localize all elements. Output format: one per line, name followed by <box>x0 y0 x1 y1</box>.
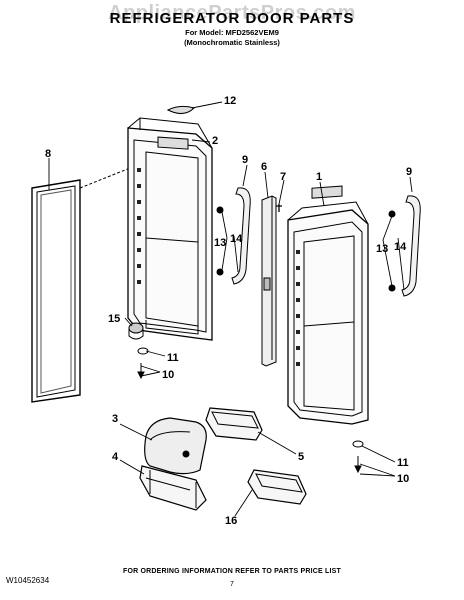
door-gasket-part <box>31 179 81 403</box>
diagram-title: REFRIGERATOR DOOR PARTS <box>109 10 355 27</box>
door-bin-upper-part <box>205 407 263 441</box>
right-hinge-hardware <box>352 440 364 474</box>
watermark: AppliancePartsPros.com <box>108 2 356 24</box>
callout-7: 7 <box>280 171 286 183</box>
left-door-handle-part <box>216 187 251 285</box>
callout-9-right: 9 <box>406 166 412 178</box>
callout-8: 8 <box>45 148 51 160</box>
callout-12: 12 <box>224 95 236 107</box>
callout-14-right: 14 <box>394 241 407 253</box>
callout-4: 4 <box>112 451 119 463</box>
callout-9-left: 9 <box>242 154 248 166</box>
callout-16: 16 <box>225 515 237 527</box>
model-line: For Model: MFD2562VEM9 <box>185 28 279 37</box>
dairy-bin-part <box>139 465 207 511</box>
door-cap-part <box>166 105 195 114</box>
page-number: 7 <box>230 581 234 588</box>
callout-5: 5 <box>298 451 304 463</box>
callout-2: 2 <box>212 135 218 147</box>
callout-13-left: 13 <box>214 237 226 249</box>
callout-3: 3 <box>112 413 118 425</box>
callout-15: 15 <box>108 313 120 325</box>
door-bin-lower-part <box>247 469 307 505</box>
mullion-screw-part <box>276 204 282 212</box>
callout-6: 6 <box>261 161 267 173</box>
callout-11-left: 11 <box>167 352 179 364</box>
callout-11-right: 11 <box>397 457 409 469</box>
callout-14-left: 14 <box>230 233 243 245</box>
right-door-part <box>287 185 369 425</box>
document-number: W10452634 <box>6 576 50 585</box>
callout-13-right: 13 <box>376 243 388 255</box>
callout-1: 1 <box>316 171 322 183</box>
callout-10-left: 10 <box>162 369 174 381</box>
finish-line: (Monochromatic Stainless) <box>184 38 280 47</box>
dairy-door-part <box>144 417 207 475</box>
callout-10-right: 10 <box>397 473 409 485</box>
callout-leader-lines <box>48 101 413 517</box>
hinge-part <box>128 322 149 380</box>
left-door-part <box>127 117 213 341</box>
ordering-info-footer: FOR ORDERING INFORMATION REFER TO PARTS … <box>122 568 342 575</box>
center-flip-mullion-part <box>261 195 277 367</box>
